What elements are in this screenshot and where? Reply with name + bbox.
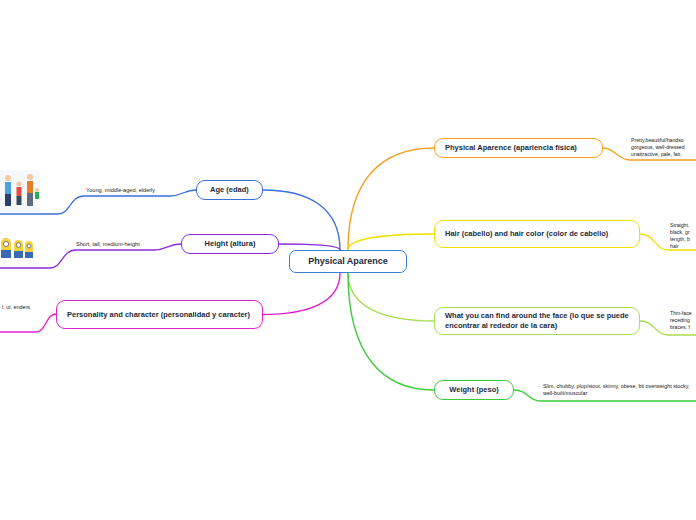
topic-text: Age (edad) <box>210 185 249 195</box>
branch-topic: Age (edad) <box>196 180 263 200</box>
branch-topic: Height (altura) <box>181 234 279 254</box>
branch-connector <box>348 148 434 250</box>
branch-topic: Personality and character (personalidad … <box>56 300 263 329</box>
leaf-text: Pretty,beautiful/handso gorgeous, well-d… <box>631 137 695 158</box>
family-picture <box>0 170 40 212</box>
leaf-line <box>514 390 696 401</box>
topic-text: Height (altura) <box>205 239 256 249</box>
topic-text: Physical Aparence (apariencia física) <box>445 143 577 153</box>
leaf-text: Slim, chubby, plup/stout, skinny, obese,… <box>543 383 695 398</box>
topic-text: Personality and character (personalidad … <box>67 310 250 320</box>
branch-topic: What you can find around the face (lo qu… <box>434 307 640 335</box>
branch-topic: Weight (peso) <box>434 380 514 400</box>
branch-connector <box>348 273 434 390</box>
topic-text: What you can find around the face (lo qu… <box>445 311 629 331</box>
topic-text: Hair (cabello) and hair color (color de … <box>445 229 608 239</box>
leaf-text: l, ul, endent. <box>2 304 34 311</box>
branch-connector <box>348 234 434 250</box>
leaf-text: Short, tall, medium-height <box>76 241 162 249</box>
branch-topic: Physical Aparence (apariencia física) <box>434 138 603 158</box>
topic-text: Weight (peso) <box>449 385 498 395</box>
branch-connector <box>348 273 434 321</box>
leaf-text: Straight, black, gr length, b hair <box>670 222 695 250</box>
leaf-line <box>0 244 181 268</box>
minions-picture <box>1 238 33 258</box>
leaf-text: Young, middle-aged, elderly <box>86 187 176 195</box>
leaf-line <box>0 314 56 332</box>
central-topic: Physical Aparence <box>289 250 407 273</box>
branch-connector <box>263 273 340 315</box>
leaf-text: Thin-face receding braces, f <box>670 310 695 331</box>
branch-topic: Hair (cabello) and hair color (color de … <box>434 220 640 248</box>
topic-text: Physical Aparence <box>308 256 388 268</box>
